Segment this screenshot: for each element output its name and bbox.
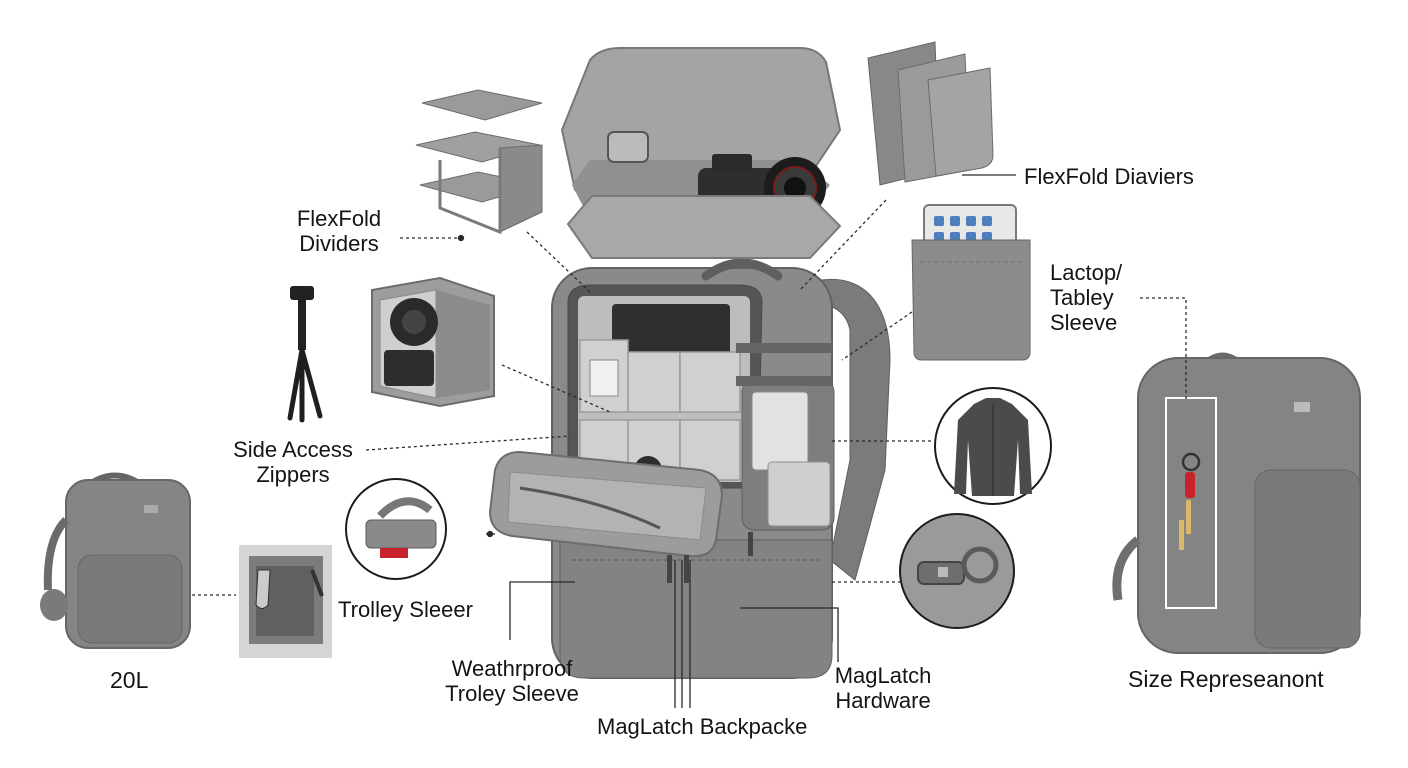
flexfold-dividers-stack (415, 89, 543, 235)
maglatch-hardware-circle (899, 513, 1015, 629)
label-20l: 20L (110, 667, 149, 693)
label-side-access-zippers: Side Access Zippers (233, 437, 353, 487)
label-weatherproof-trolley-sleeve: Weathrproof Troley Sleeve (445, 656, 579, 706)
trolley-detail-circle (345, 478, 447, 580)
label-flexfold-dividers-right: FlexFold Diaviers (1024, 164, 1194, 189)
trolley-sleeve-panel (239, 545, 332, 658)
label-maglatch-backpack: MagLatch Backpacke (597, 714, 808, 739)
label-trolley-sleeve: Trolley Sleeer (338, 597, 473, 622)
flexfold-dividers-sleeve (867, 41, 994, 186)
camera-insert-cube (371, 276, 495, 408)
jacket-icon (934, 387, 1052, 505)
tripod-icon (287, 286, 323, 423)
leader-lines (192, 174, 1187, 708)
label-size-representation: Size Represeanont (1128, 666, 1324, 692)
label-maglatch-hardware: MagLatch Hardware (834, 663, 932, 713)
label-flexfold-dividers-left: FlexFold Dividers (296, 206, 382, 256)
tablet-icon (911, 204, 1031, 361)
camera-icon (560, 47, 842, 259)
main-backpack (488, 258, 891, 679)
keys-icon (1179, 452, 1201, 550)
backpack-20l (40, 472, 191, 649)
label-laptop-tablet-sleeve: Lactop/ Tabley Sleeve (1050, 260, 1123, 335)
backpack-size-representation (1112, 352, 1361, 654)
